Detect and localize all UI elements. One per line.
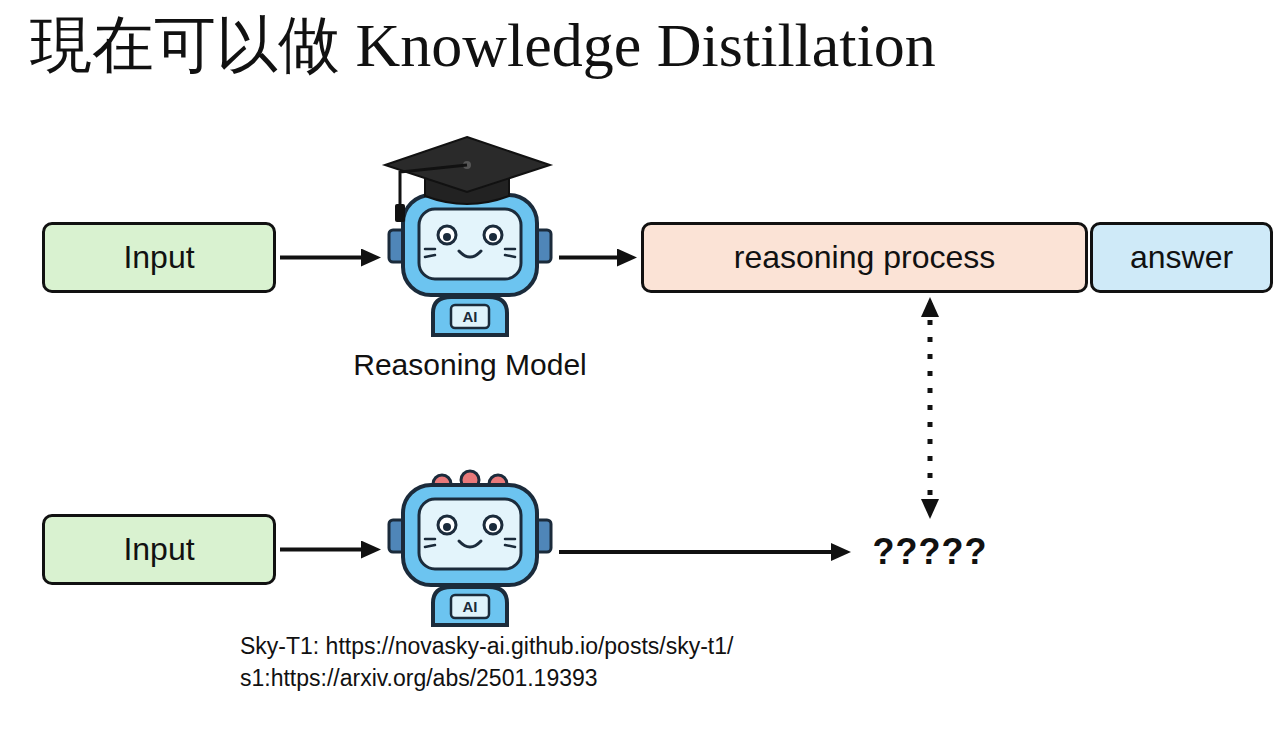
answer-box: answer xyxy=(1090,222,1273,293)
node-label: ????? xyxy=(873,531,988,573)
input-box: Input xyxy=(42,514,276,585)
chest-badge-text: AI xyxy=(463,598,478,615)
unknown-output: ????? xyxy=(855,523,1005,581)
node-label: Input xyxy=(123,239,194,276)
reasoning-box: reasoning process xyxy=(641,222,1088,293)
flow-arrow xyxy=(559,550,845,554)
student-model: AI xyxy=(385,485,555,625)
flow-arrow xyxy=(280,548,375,552)
flow-arrow xyxy=(559,256,631,260)
node-label: answer xyxy=(1130,239,1233,276)
reference-link: Sky-T1: https://novasky-ai.github.io/pos… xyxy=(240,632,733,662)
node-label: reasoning process xyxy=(734,239,995,276)
dotted-double-arrow xyxy=(928,303,933,513)
input-box: Input xyxy=(42,222,276,293)
reference-link: s1:https://arxiv.org/abs/2501.19393 xyxy=(240,664,598,694)
chest-badge-text: AI xyxy=(463,308,478,325)
flow-arrow xyxy=(280,256,375,260)
model-name: Reasoning Model xyxy=(353,348,586,382)
student-robot xyxy=(389,471,551,625)
node-label: Input xyxy=(123,531,194,568)
teacher-robot xyxy=(385,137,551,335)
teacher-model: AIReasoning Model xyxy=(385,195,555,335)
slide-title: 現在可以做 Knowledge Distillation xyxy=(30,8,936,82)
